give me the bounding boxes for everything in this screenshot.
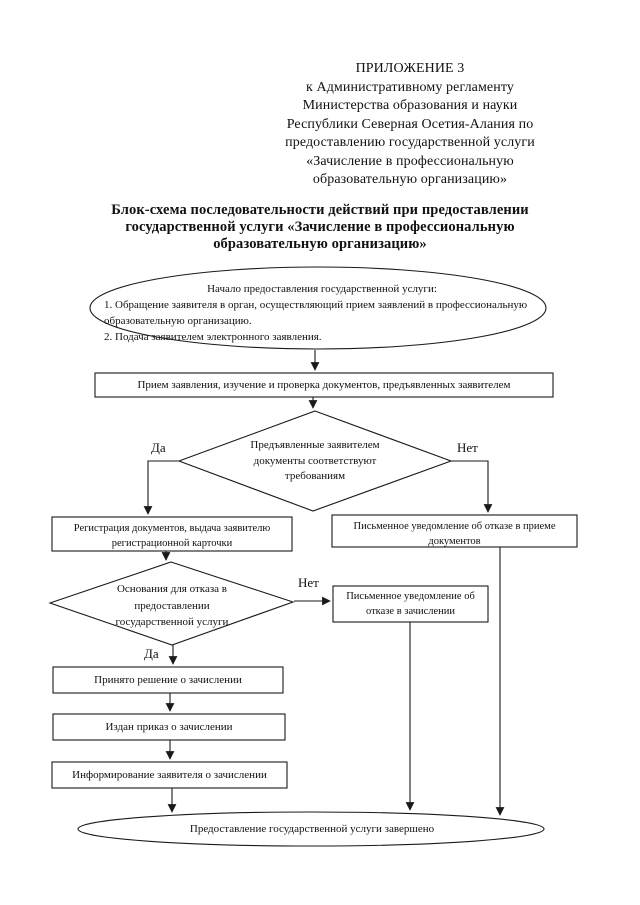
start-node-label: Начало предоставления государственной ус… [104, 281, 540, 345]
docs-decision-no-label: Нет [457, 440, 478, 455]
enroll-decision-shape [52, 666, 284, 694]
refusal-enroll-line: отказе в зачислении [365, 606, 456, 617]
decision-line: требованиям [284, 470, 346, 482]
header-line: предоставлению государственной услуги [285, 135, 535, 150]
docs-decision-yes-label: Да [151, 440, 166, 455]
end-terminator-shape [77, 811, 545, 847]
start-item: 2. Подача заявителем электронного заявле… [104, 331, 322, 343]
arrow-no-to-refusal-accept [451, 460, 493, 513]
register-line: Регистрация документов, выдача заявителю [73, 523, 271, 534]
enroll-order-shape [52, 713, 286, 741]
appendix-number: ПРИЛОЖЕНИЕ 3 [355, 61, 465, 76]
refusal-decision-no-label: Нет [298, 575, 319, 590]
decision-line: Предъявленные заявителем [250, 439, 380, 451]
title-line: государственной услуги «Зачисление в про… [125, 218, 515, 235]
title-line: образовательную организацию» [213, 235, 427, 252]
refusal-accept-label: Письменное уведомление об отказе в прием… [334, 519, 575, 549]
refusal-decision-diamond [48, 561, 295, 646]
docs-decision-diamond [177, 410, 453, 512]
refusal-enroll-label: Письменное уведомление об отказе в зачис… [334, 589, 487, 619]
start-title: Начало предоставления государственной ус… [207, 283, 437, 295]
decision-line: Основания для отказа в [116, 583, 228, 595]
enroll-decision-label: Принято решение о зачислении [94, 673, 242, 686]
docs-decision-label: Предъявленные заявителем документы соотв… [233, 438, 397, 485]
decision-line: предоставлении [134, 599, 210, 612]
start-item: образовательную организацию. [104, 315, 252, 327]
arrow-yes-to-register [143, 460, 179, 515]
refusal-decision-yes-label: Да [144, 646, 159, 661]
receive-process-shape [94, 372, 554, 398]
start-item: 1. Обращение заявителя в орган, осуществ… [104, 299, 528, 311]
refusal-enroll-shape [332, 585, 489, 623]
header-line: Республики Северная Осетия-Алания по [286, 116, 534, 132]
register-node-label: Регистрация документов, выдача заявителю… [54, 521, 290, 551]
start-terminator-shape [89, 266, 547, 350]
register-line: регистрационной карточки [111, 538, 233, 549]
refusal-accept-shape [331, 514, 578, 548]
header-line: к Административному регламенту [306, 79, 514, 95]
receive-node-label: Прием заявления, изучение и проверка док… [137, 378, 511, 391]
appendix-header: ПРИЛОЖЕНИЕ 3 к Административному регламе… [240, 60, 580, 190]
title-line: Блок-схема последовательности действий п… [111, 202, 529, 218]
end-node-label: Предоставление государственной услуги за… [189, 822, 435, 835]
refusal-enroll-line: Письменное уведомление об [346, 591, 475, 602]
register-process-shape [51, 516, 293, 552]
page-title: Блок-схема последовательности действий п… [60, 202, 580, 252]
inform-node-label: Информирование заявителя о зачислении [72, 768, 267, 781]
decision-line: государственной услуги [115, 616, 229, 628]
refusal-accept-line: Письменное уведомление об отказе в прием… [353, 521, 556, 532]
refusal-decision-label: Основания для отказа в предоставлении го… [87, 581, 257, 631]
header-line: образовательную организацию» [312, 172, 508, 187]
inform-process-shape [51, 761, 288, 789]
header-line: «Зачисление в профессиональную [306, 153, 514, 169]
header-line: Министерства образования и науки [302, 98, 518, 113]
enroll-order-label: Издан приказ о зачислении [105, 720, 233, 733]
decision-line: документы соответствуют [253, 454, 377, 467]
refusal-accept-line: документов [428, 536, 481, 547]
